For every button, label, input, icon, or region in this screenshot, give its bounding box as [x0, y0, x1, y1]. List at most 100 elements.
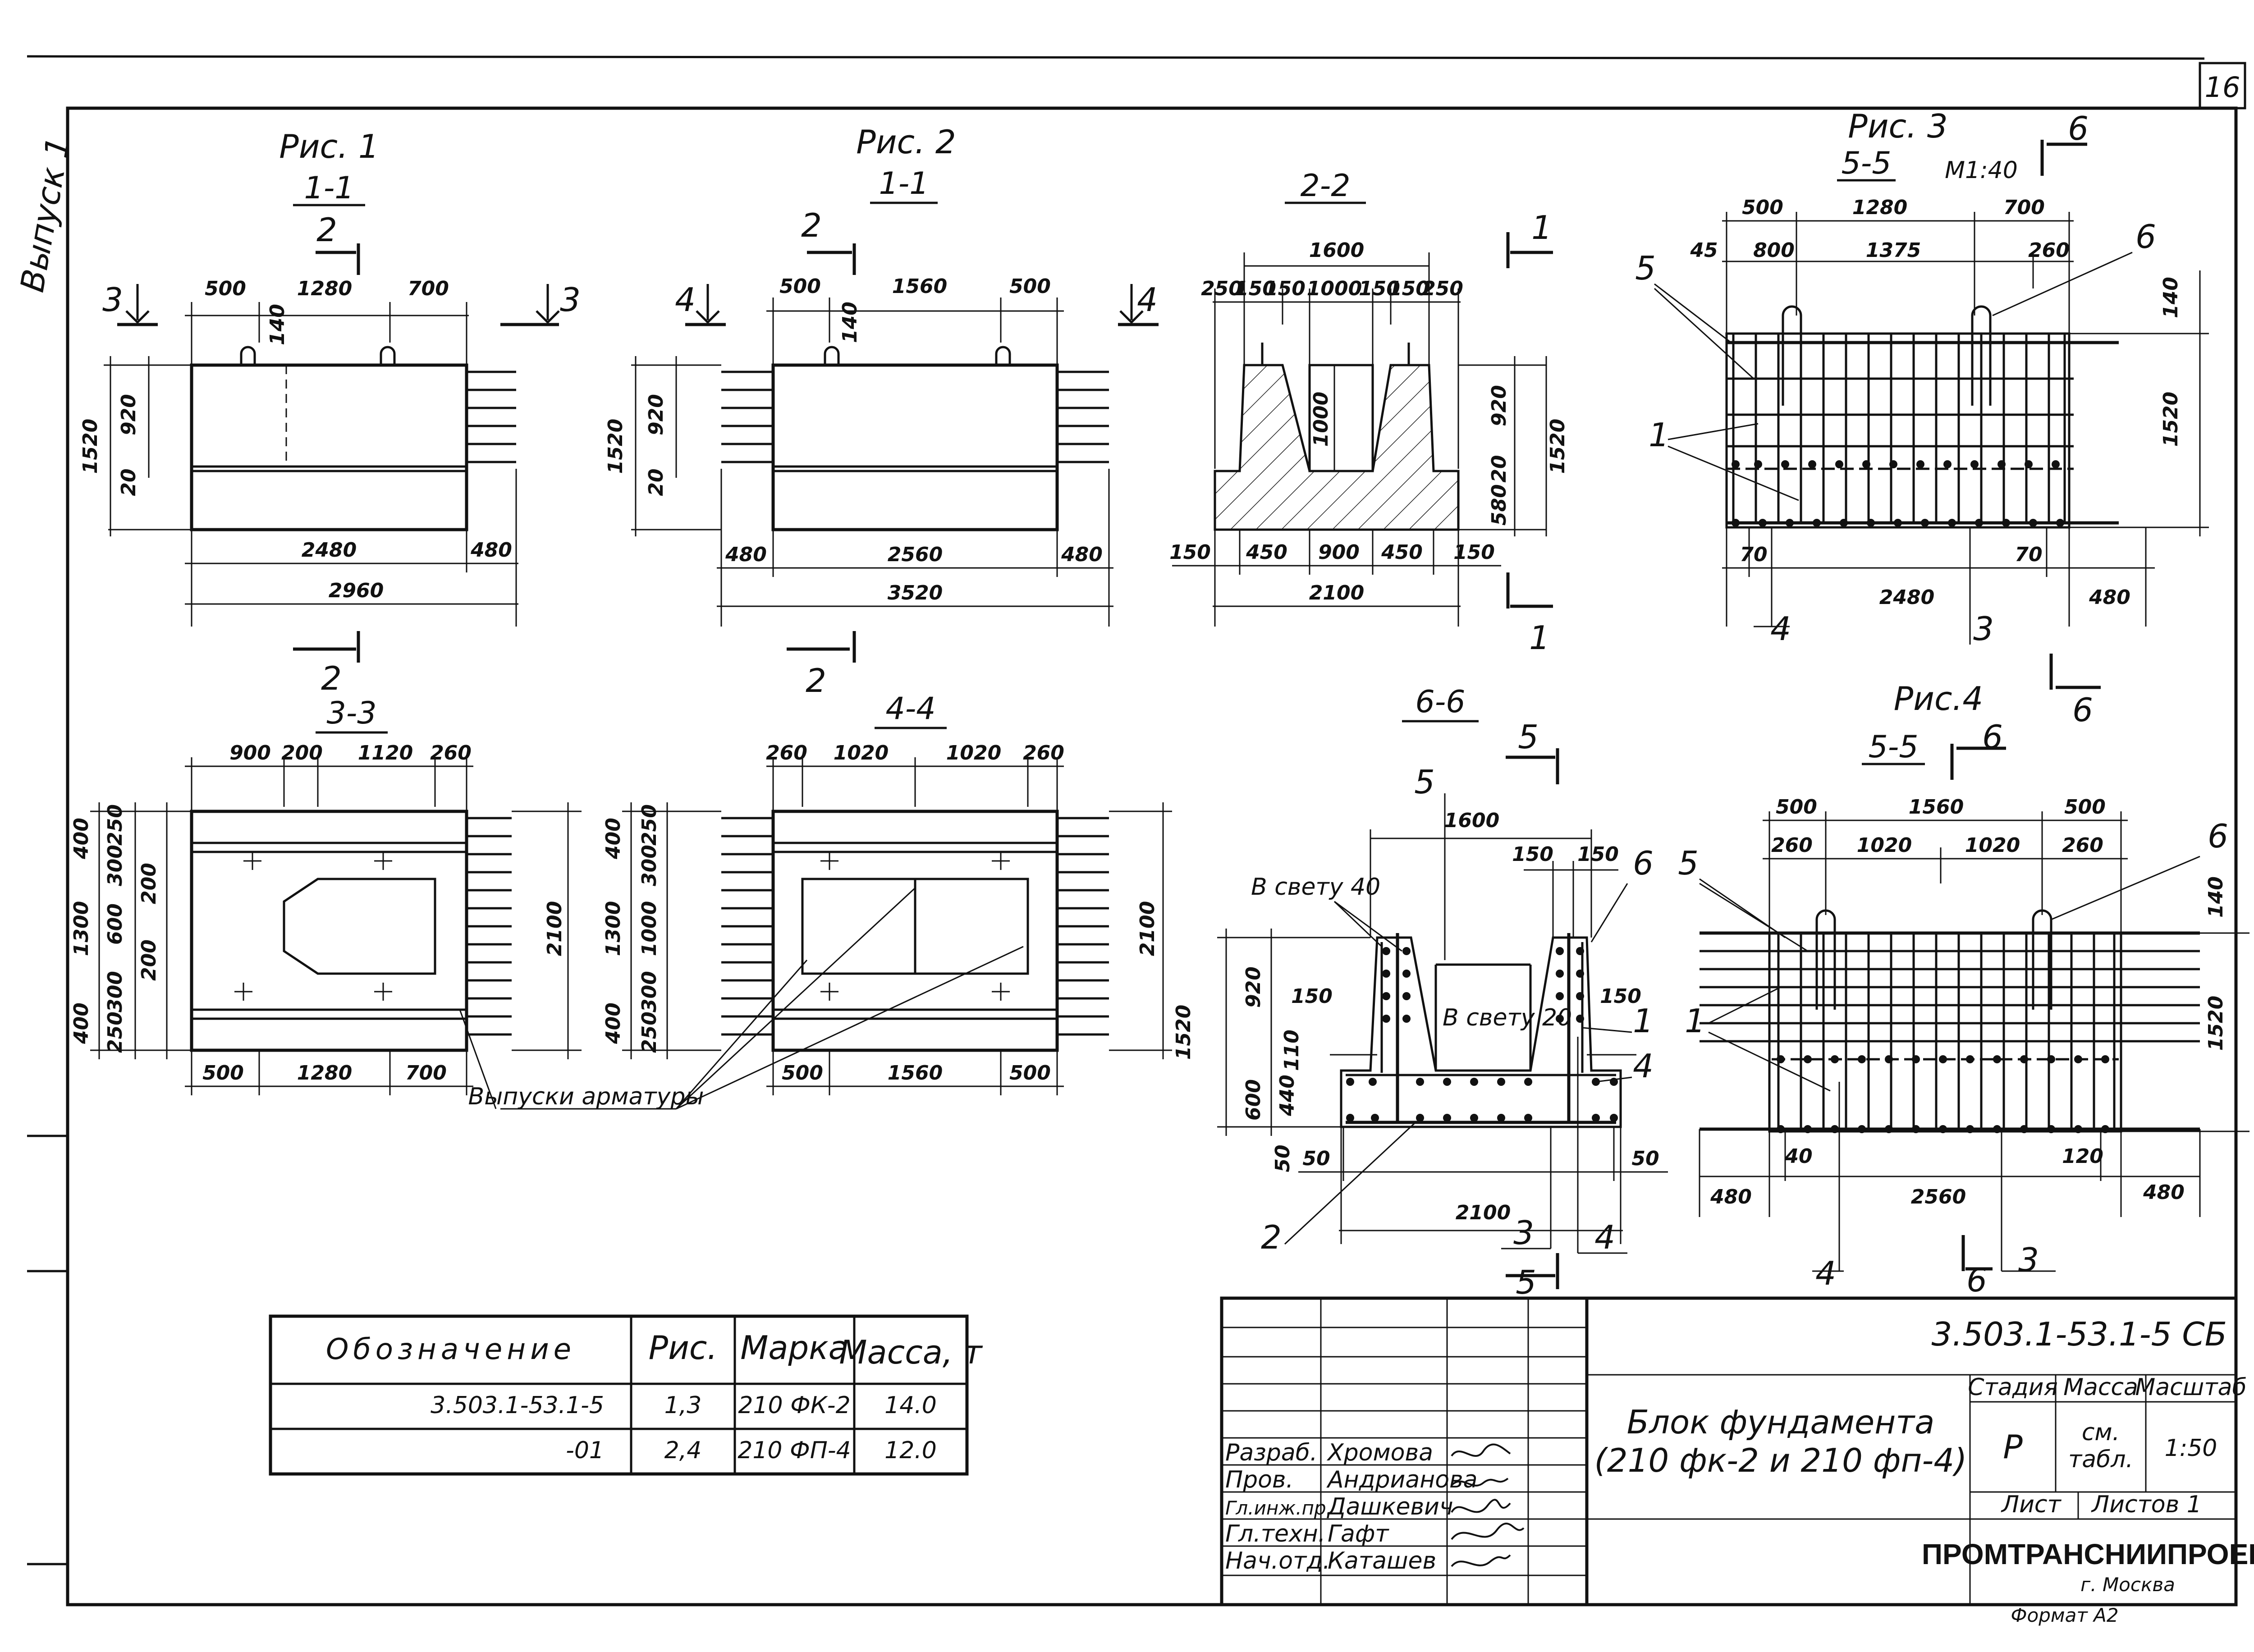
svg-text:1520: 1520: [1172, 1005, 1195, 1060]
svg-text:1560: 1560: [888, 1062, 943, 1085]
svg-text:1:50: 1:50: [2165, 1435, 2217, 1462]
section-2-2: 2-2 1600 250 150 150 1000 150 150 250 10…: [1169, 168, 1569, 657]
svg-text:Андрианова: Андрианова: [1326, 1466, 1478, 1493]
svg-text:300: 300: [104, 971, 127, 1012]
svg-text:200: 200: [137, 863, 160, 904]
svg-text:50: 50: [1271, 1144, 1294, 1172]
svg-text:1020: 1020: [1965, 834, 2020, 857]
svg-text:480: 480: [470, 539, 512, 562]
light-20-note: В свету 20: [1443, 1004, 1572, 1031]
svg-text:5: 5: [1516, 1263, 1536, 1301]
svg-text:Обозначение: Обозначение: [326, 1333, 576, 1366]
page-number-box: [2199, 62, 2246, 110]
svg-text:300: 300: [104, 845, 127, 886]
svg-text:2-2: 2-2: [1300, 168, 1350, 204]
svg-text:2960: 2960: [329, 579, 384, 602]
rebar-outlets-note: Выпуски арматуры: [468, 1083, 704, 1110]
svg-text:140: 140: [266, 304, 289, 345]
svg-text:1280: 1280: [1852, 196, 1907, 219]
svg-text:1,3: 1,3: [664, 1392, 702, 1419]
svg-text:2480: 2480: [1879, 586, 1934, 609]
svg-text:2: 2: [806, 662, 826, 700]
svg-text:6-6: 6-6: [1415, 684, 1465, 720]
svg-text:500: 500: [1776, 796, 1817, 819]
svg-text:1375: 1375: [1866, 239, 1921, 262]
svg-text:1300: 1300: [70, 901, 93, 956]
sheet-frame: [27, 55, 2246, 1606]
svg-text:70: 70: [2015, 543, 2042, 566]
svg-text:Хромова: Хромова: [1326, 1439, 1433, 1466]
svg-text:Пров.: Пров.: [1225, 1466, 1293, 1493]
fig4-stirrups: [1777, 933, 2116, 1129]
svg-text:1600: 1600: [1309, 239, 1364, 262]
svg-text:440: 440: [1276, 1075, 1299, 1117]
svg-text:6: 6: [1966, 1261, 1987, 1299]
svg-text:900: 900: [1318, 541, 1360, 564]
svg-text:1300: 1300: [602, 901, 625, 956]
fig3-stirrups: [1732, 334, 2066, 523]
svg-text:500: 500: [779, 275, 821, 298]
svg-text:4: 4: [1137, 281, 1158, 319]
fig1-rebar-outlets: [467, 371, 516, 463]
svg-text:см.: см.: [2082, 1419, 2120, 1446]
svg-text:Дашкевич: Дашкевич: [1327, 1493, 1453, 1520]
svg-text:920: 920: [1488, 385, 1511, 426]
svg-text:Стадия: Стадия: [1968, 1374, 2058, 1401]
svg-text:1520: 1520: [2159, 392, 2182, 447]
fig4-bar-dots: [1777, 1055, 2109, 1133]
svg-text:-01: -01: [566, 1437, 604, 1464]
svg-text:5: 5: [1518, 718, 1539, 756]
svg-text:150: 150: [1291, 985, 1333, 1008]
svg-text:20: 20: [1488, 455, 1511, 482]
svg-text:3: 3: [1513, 1214, 1534, 1252]
svg-text:1: 1: [1529, 619, 1550, 657]
svg-text:2: 2: [1261, 1218, 1282, 1256]
svg-text:3520: 3520: [888, 581, 943, 604]
fig1-section-1-1: Рис. 1 1-1 500 1280 700 140: [79, 128, 581, 697]
svg-text:1600: 1600: [1444, 809, 1499, 832]
svg-text:400: 400: [602, 1002, 625, 1044]
svg-text:1280: 1280: [297, 277, 352, 300]
svg-text:1-1: 1-1: [879, 166, 929, 201]
svg-text:(210 фк-2 и 210 фп-4): (210 фк-2 и 210 фп-4): [1594, 1441, 1967, 1479]
svg-text:150: 150: [1169, 541, 1211, 564]
svg-text:920: 920: [117, 394, 140, 435]
svg-text:260: 260: [1771, 834, 1813, 857]
svg-text:1: 1: [1649, 416, 1669, 454]
svg-text:480: 480: [2143, 1181, 2185, 1204]
svg-text:4-4: 4-4: [885, 691, 935, 727]
svg-text:150: 150: [1264, 277, 1306, 300]
sec66-bar-dots: [1346, 947, 1618, 1122]
svg-text:М1:40: М1:40: [1945, 157, 2018, 184]
svg-text:140: 140: [2159, 277, 2182, 318]
svg-text:1: 1: [1633, 1002, 1654, 1040]
svg-text:6: 6: [1633, 844, 1654, 882]
svg-text:Рис. 2: Рис. 2: [856, 123, 956, 161]
svg-text:580: 580: [1488, 484, 1511, 526]
section-4-4: 4-4: [459, 691, 1172, 1110]
svg-text:4: 4: [1594, 1218, 1615, 1256]
svg-text:1020: 1020: [1857, 834, 1912, 857]
svg-text:5-5: 5-5: [1841, 146, 1891, 181]
svg-text:400: 400: [70, 1002, 93, 1044]
svg-text:250: 250: [638, 1011, 661, 1053]
svg-text:1000: 1000: [1307, 277, 1362, 300]
svg-text:150: 150: [1600, 985, 1641, 1008]
svg-text:110: 110: [1280, 1030, 1303, 1071]
svg-text:150: 150: [1453, 541, 1495, 564]
svg-text:3: 3: [102, 281, 123, 319]
svg-text:1520: 1520: [79, 419, 102, 474]
svg-text:Масса, т: Масса, т: [839, 1333, 983, 1371]
svg-text:5-5: 5-5: [1868, 729, 1918, 765]
page-number: 16: [2205, 71, 2240, 104]
sec44-rebar-outlets: [721, 817, 1109, 1036]
svg-text:Листов 1: Листов 1: [2091, 1491, 2202, 1518]
svg-text:300: 300: [638, 971, 661, 1012]
svg-text:Марка: Марка: [740, 1329, 848, 1367]
spec-table: Обозначение Рис. Марка Масса, т 3.503.1-…: [269, 1314, 983, 1476]
svg-text:Рис.4: Рис.4: [1894, 680, 1984, 718]
svg-text:260: 260: [2062, 834, 2103, 857]
svg-text:г. Москва: г. Москва: [2080, 1574, 2175, 1596]
svg-text:260: 260: [1023, 741, 1064, 764]
svg-text:210 ФП-4: 210 ФП-4: [738, 1437, 851, 1464]
